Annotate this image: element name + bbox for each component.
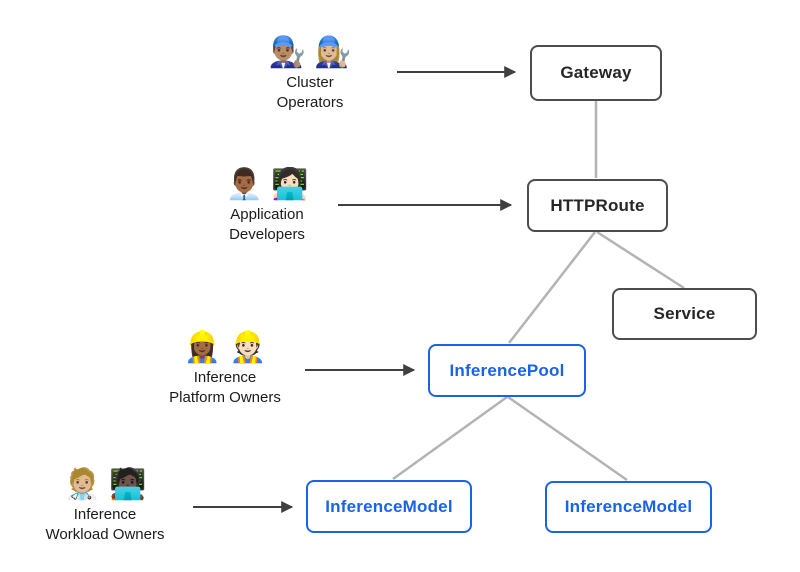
node-inference-pool: InferencePool — [428, 344, 586, 397]
node-inference-model-left: InferenceModel — [306, 480, 472, 533]
persona-inference-workload-owners: 🧑🏼‍⚕️ 🧑🏿‍💻 Inference Workload Owners — [15, 468, 195, 546]
node-inference-model-right: InferenceModel — [545, 481, 712, 533]
node-gateway: Gateway — [530, 45, 662, 101]
persona-inference-platform-owners: 👷🏾‍♀️ 👷🏻 Inference Platform Owners — [140, 331, 310, 409]
mechanics-emoji-icon: 👨🏽‍🔧 👩🏼‍🔧 — [268, 36, 352, 69]
persona-label: Inference Platform Owners — [169, 369, 281, 407]
edge-httproute-inferencepool — [508, 231, 596, 344]
persona-cluster-operators: 👨🏽‍🔧 👩🏼‍🔧 Cluster Operators — [225, 36, 395, 114]
persona-label: Inference Workload Owners — [45, 506, 165, 544]
persona-application-developers: 👨🏾‍💼 👩🏻‍💻 Application Developers — [182, 168, 352, 246]
edge-inferencepool-inferencemodel-left — [392, 395, 508, 481]
developers-emoji-icon: 👨🏾‍💼 👩🏻‍💻 — [225, 168, 309, 201]
construction-workers-emoji-icon: 👷🏾‍♀️ 👷🏻 — [183, 331, 267, 364]
node-service: Service — [612, 288, 757, 340]
persona-label: Cluster Operators — [276, 74, 344, 112]
edge-inferencepool-inferencemodel-right — [507, 395, 628, 482]
edge-httproute-service — [596, 230, 685, 290]
persona-label: Application Developers — [229, 206, 305, 244]
workload-owners-emoji-icon: 🧑🏼‍⚕️ 🧑🏿‍💻 — [63, 468, 147, 501]
node-httproute: HTTPRoute — [527, 179, 668, 232]
